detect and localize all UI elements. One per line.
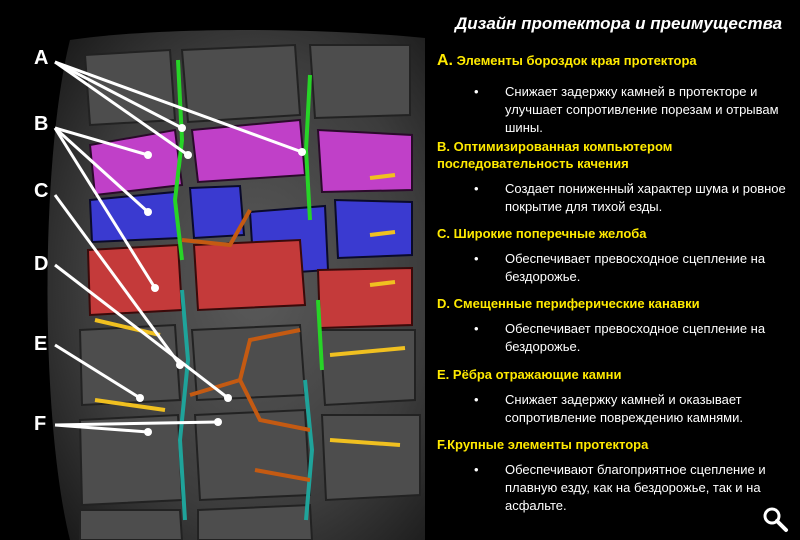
tire-svg: A B C D E F (34, 29, 425, 540)
feature-title: Рёбра отражающие камни (452, 367, 622, 382)
feature-desc-text: Обеспечивает превосходное сцепление на б… (505, 321, 766, 354)
magnifier-icon (763, 507, 788, 532)
groove-orange (181, 209, 311, 482)
label-a: A (34, 47, 48, 69)
rib-yellow (94, 173, 406, 447)
feature-a: A. Элементы бороздок края протектора • С… (437, 52, 792, 137)
feature-c: C. Широкие поперечные желоба • Обеспечив… (437, 225, 792, 286)
label-b: B (34, 113, 48, 135)
bullet: • (474, 392, 479, 407)
label-d: D (34, 253, 48, 275)
bullet: • (474, 462, 479, 477)
info-panel: Дизайн протектора и преимущества A. Элем… (425, 0, 800, 540)
groove-teal (177, 289, 315, 521)
feature-title: Оптимизированная компьютером последовате… (437, 139, 673, 171)
feature-title: Крупные элементы протектора (447, 437, 649, 452)
zone-c-red (86, 238, 413, 330)
feature-letter: B. (437, 139, 450, 154)
feature-description: • Создает пониженный характер шума и ров… (437, 180, 792, 216)
feature-heading: A. Элементы бороздок края протектора (437, 52, 792, 69)
bullet: • (474, 321, 479, 336)
tread-blocks (78, 43, 421, 540)
feature-b: B. Оптимизированная компьютером последов… (437, 138, 792, 216)
feature-desc-text: Обеспечивают благоприятное сцепление и п… (505, 462, 766, 513)
feature-description: • Обеспечивает превосходное сцепление на… (437, 250, 792, 286)
feature-letter: A. (437, 52, 453, 69)
feature-heading: E. Рёбра отражающие камни (437, 366, 792, 383)
feature-desc-text: Обеспечивает превосходное сцепление на б… (505, 251, 766, 284)
feature-heading: F.Крупные элементы протектора (437, 436, 792, 453)
feature-letter: E. (437, 367, 450, 382)
label-c: C (34, 180, 48, 202)
pointer-dots (136, 124, 306, 436)
feature-description: • Обеспечивают благоприятное сцепление и… (437, 461, 792, 515)
groove-green (172, 59, 324, 371)
feature-letter: C. (437, 226, 450, 241)
bullet: • (474, 84, 479, 99)
feature-desc-text: Снижает задержку камней в протекторе и у… (505, 84, 779, 135)
feature-d: D. Смещенные периферические канавки • Об… (437, 295, 792, 356)
feature-heading: C. Широкие поперечные желоба (437, 225, 792, 242)
feature-title: Элементы бороздок края протектора (456, 53, 697, 68)
tire-illustration: A B C D E F (34, 29, 425, 540)
feature-f: F.Крупные элементы протектора • Обеспечи… (437, 436, 792, 515)
feature-title: Смещенные периферические канавки (453, 296, 700, 311)
feature-letter: F. (437, 437, 448, 452)
feature-description: • Снижает задержку камней и оказывает со… (437, 391, 792, 427)
feature-description: • Обеспечивает превосходное сцепление на… (437, 320, 792, 356)
feature-description: • Снижает задержку камней в протекторе и… (437, 83, 792, 137)
label-f: F (34, 413, 46, 435)
zoom-button[interactable] (760, 504, 790, 534)
feature-desc-text: Снижает задержку камней и оказывает сопр… (505, 392, 743, 425)
feature-heading: D. Смещенные периферические канавки (437, 295, 792, 312)
bullet: • (474, 181, 479, 196)
panel-title: Дизайн протектора и преимущества (455, 14, 783, 33)
feature-e: E. Рёбра отражающие камни • Снижает заде… (437, 366, 792, 427)
pointer-lines (53, 60, 303, 434)
feature-title: Широкие поперечные желоба (453, 226, 647, 241)
feature-letter: D. (437, 296, 450, 311)
feature-heading: B. Оптимизированная компьютером последов… (437, 138, 792, 172)
label-e: E (34, 333, 47, 355)
bullet: • (474, 251, 479, 266)
feature-desc-text: Создает пониженный характер шума и ровно… (505, 181, 786, 214)
